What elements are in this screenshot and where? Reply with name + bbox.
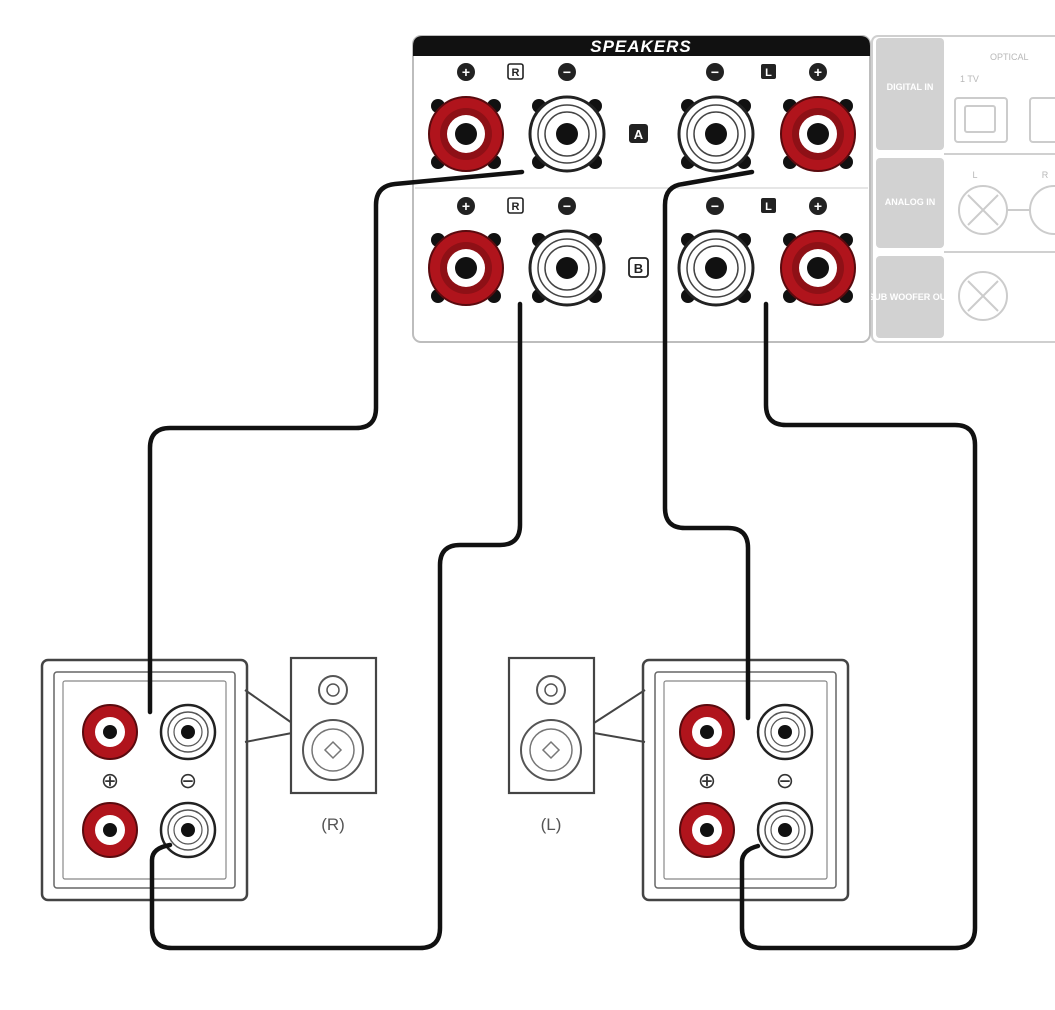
channel-r-label: R <box>512 67 520 79</box>
speaker-left-label: (L) <box>541 815 562 834</box>
row-b-left-plus-terminal <box>780 230 856 306</box>
analog-in-label: ANALOG IN <box>885 197 936 207</box>
subwoofer-out-label: SUB WOOFER OUT <box>868 292 952 302</box>
minus-symbol: ⊖ <box>179 768 197 793</box>
analog-in-block <box>876 158 944 248</box>
speaker-left-lower-plus-terminal <box>679 802 735 858</box>
optical-label: OPTICAL <box>990 52 1029 62</box>
plus-symbol: + <box>814 64 822 80</box>
row-b-right-plus-terminal <box>428 230 504 306</box>
speaker-r-front-icon <box>289 656 378 795</box>
minus-symbol: − <box>563 64 571 80</box>
subwoofer-jack-icon <box>958 271 1008 321</box>
plus-symbol: ⊕ <box>698 768 716 793</box>
plus-symbol: + <box>462 64 470 80</box>
row-b-right-minus-terminal <box>528 229 606 307</box>
speaker-left: ⊕ ⊖ (L) <box>507 656 850 902</box>
row-a-labels: + R − − L + A <box>457 63 827 143</box>
row-a-label: A <box>634 127 644 142</box>
tweeter-icon <box>536 675 566 705</box>
digital-in-block <box>876 38 944 150</box>
plus-symbol: + <box>814 198 822 214</box>
plus-symbol: ⊕ <box>101 768 119 793</box>
speaker-right-lower-plus-terminal <box>82 802 138 858</box>
woofer-icon <box>520 719 582 781</box>
speakers-panel: SPEAKERS + R − − L + A + R − <box>412 35 871 343</box>
speaker-wires <box>147 169 978 951</box>
speaker-right-lower-minus-terminal <box>159 801 217 859</box>
minus-symbol: ⊖ <box>776 768 794 793</box>
row-b-label: B <box>634 261 643 276</box>
speaker-l-front-icon <box>507 656 596 795</box>
wire-a-left-minus <box>662 169 755 721</box>
row-a-left-plus-terminal <box>780 96 856 172</box>
tv-input-label: 1 TV <box>960 74 979 84</box>
speaker-right-upper-plus-terminal <box>82 704 138 760</box>
analog-l-label: L <box>972 170 977 180</box>
side-panel: DIGITAL IN ANALOG IN SUB WOOFER OUT OPTI… <box>868 35 1055 343</box>
row-a-right-plus-terminal <box>428 96 504 172</box>
woofer-icon <box>302 719 364 781</box>
optical-port-icon <box>954 97 1008 143</box>
wire-b-left-minus <box>739 301 978 951</box>
receiver-terminals <box>428 95 856 307</box>
row-b-labels: + R − − L + B <box>457 197 827 278</box>
row-b-left-minus-terminal <box>677 229 755 307</box>
minus-symbol: − <box>563 198 571 214</box>
tweeter-icon <box>318 675 348 705</box>
analog-r-label: R <box>1042 170 1049 180</box>
row-a-left-minus-terminal <box>677 95 755 173</box>
channel-l-label: L <box>765 201 772 213</box>
wire-b-right-minus <box>149 301 523 951</box>
speaker-right-label: (R) <box>321 815 345 834</box>
minus-symbol: − <box>711 198 719 214</box>
analog-r-jack-icon <box>1029 185 1055 235</box>
speaker-left-upper-plus-terminal <box>679 704 735 760</box>
channel-r-label: R <box>512 201 520 213</box>
speakers-title: SPEAKERS <box>590 37 692 56</box>
minus-symbol: − <box>711 64 719 80</box>
row-a-right-minus-terminal <box>528 95 606 173</box>
speaker-right-upper-minus-terminal <box>159 703 217 761</box>
speaker-left-lower-minus-terminal <box>756 801 814 859</box>
speakers-header-bar <box>413 36 870 56</box>
speaker-right: ⊕ ⊖ (R) <box>40 656 378 902</box>
wire-a-right-minus <box>147 169 525 715</box>
channel-l-label: L <box>765 67 772 79</box>
digital-in-label: DIGITAL IN <box>887 82 934 92</box>
subwoofer-out-block <box>876 256 944 338</box>
plus-symbol: + <box>462 198 470 214</box>
speaker-left-upper-minus-terminal <box>756 703 814 761</box>
speaker-terminals <box>82 703 814 859</box>
